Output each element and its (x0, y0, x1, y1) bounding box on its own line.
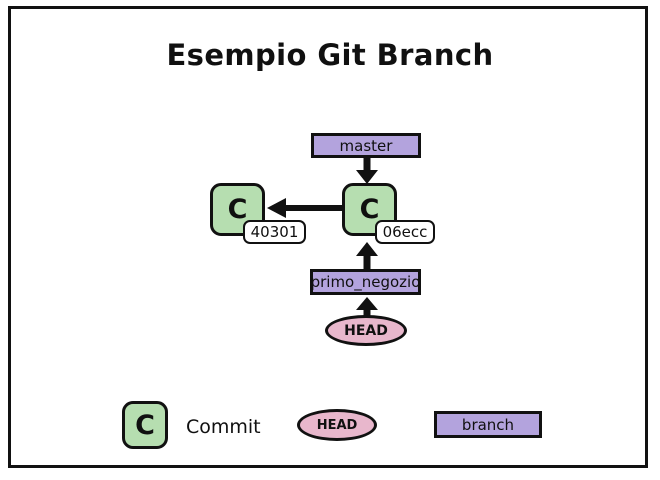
legend-commit-label: Commit (186, 416, 261, 438)
arrow-child-to-parent-commit (267, 198, 344, 218)
commit-glyph: C (227, 194, 248, 225)
page-title: Esempio Git Branch (166, 38, 494, 72)
legend-branch-swatch: branch (434, 411, 542, 438)
commit-hash-parent: 40301 (243, 220, 306, 244)
arrow-master-to-commit (356, 157, 378, 184)
legend-head-swatch: HEAD (297, 409, 377, 441)
branch-box-primo-negozio[interactable]: primo_negozio (310, 269, 421, 295)
arrow-branch-to-commit (356, 242, 378, 270)
legend-commit-swatch: C (122, 401, 168, 449)
head-node[interactable]: HEAD (325, 315, 407, 346)
diagram-frame (8, 6, 648, 468)
branch-box-master[interactable]: master (311, 133, 421, 158)
commit-hash-child: 06ecc (375, 220, 435, 244)
legend-commit-glyph: C (135, 409, 155, 441)
commit-glyph: C (359, 194, 380, 225)
